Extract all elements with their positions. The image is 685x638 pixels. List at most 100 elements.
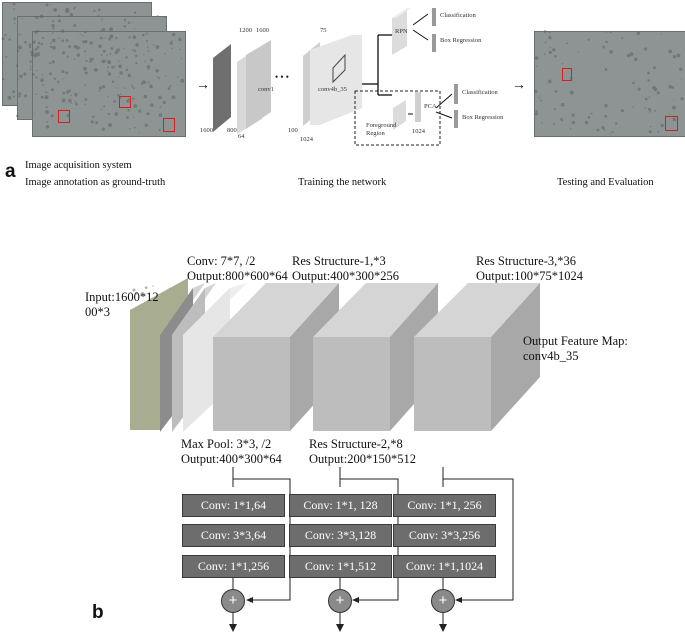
- speckle: [62, 78, 64, 80]
- speckle: [145, 39, 148, 43]
- speckle: [29, 68, 32, 70]
- res2-block-front: [313, 337, 390, 431]
- speckle: [533, 89, 538, 94]
- speckle: [114, 65, 116, 67]
- speckle: [75, 102, 78, 106]
- speckle: [109, 52, 112, 55]
- speckle: [51, 20, 55, 23]
- speckle: [118, 64, 122, 69]
- speckle: [21, 18, 23, 20]
- speckle: [16, 49, 20, 52]
- conv4-h: 100: [288, 127, 298, 134]
- speckle: [621, 37, 624, 40]
- speckle: [133, 104, 138, 109]
- speckle: [57, 80, 60, 84]
- speckle: [135, 61, 138, 65]
- speckle: [35, 15, 39, 19]
- speckle: [177, 76, 179, 78]
- speckle: [73, 58, 76, 60]
- speckle: [605, 31, 608, 33]
- speckle: [107, 60, 112, 64]
- speckle: [35, 76, 38, 79]
- fg-label-2: Region: [366, 130, 385, 137]
- speckle: [49, 72, 53, 76]
- speckle: [660, 33, 663, 35]
- speckle: [117, 76, 120, 78]
- res3-block-side: [491, 283, 540, 431]
- speckle: [554, 90, 558, 93]
- speckle: [535, 110, 538, 113]
- micro-image-front: [32, 31, 186, 137]
- roi-window: [332, 53, 346, 84]
- input-dim-2: 1600: [256, 27, 269, 34]
- speckle: [634, 57, 638, 62]
- res1-conv-c: Conv: 1*1,256: [182, 555, 285, 578]
- res1-label-line1: Res Structure-1,*3: [292, 254, 386, 268]
- pca-cls-label: Classification: [462, 89, 498, 96]
- result-image: [534, 31, 685, 137]
- speckle: [547, 79, 552, 84]
- speckle: [32, 48, 35, 51]
- residual-lines: [232, 467, 514, 626]
- speckle: [548, 35, 552, 40]
- speckle: [5, 55, 8, 58]
- speckle: [105, 59, 107, 61]
- speckle: [90, 120, 94, 124]
- speckle: [82, 34, 84, 37]
- speckle: [152, 285, 154, 287]
- speckle: [123, 47, 125, 50]
- speckle: [671, 86, 675, 89]
- pca-box-bar: [454, 110, 458, 128]
- speckle: [45, 110, 49, 114]
- speckle: [644, 97, 648, 101]
- output-label-line1: Output Feature Map:: [523, 334, 628, 348]
- speckle: [615, 122, 618, 125]
- speckle: [132, 116, 135, 118]
- speckle: [119, 71, 123, 75]
- speckle: [158, 95, 162, 100]
- conv1-block-side: [246, 40, 271, 129]
- speckle: [44, 95, 49, 100]
- speckle: [58, 37, 60, 40]
- speckle: [114, 50, 119, 55]
- speckle: [590, 112, 593, 115]
- speckle: [35, 69, 38, 72]
- speckle: [554, 54, 557, 58]
- speckle: [543, 30, 547, 33]
- speckle: [65, 39, 69, 42]
- speckle: [84, 84, 87, 87]
- speckle: [1, 37, 5, 41]
- speckle: [649, 111, 651, 113]
- res2-add-node: +: [328, 589, 352, 613]
- speckle: [534, 56, 539, 60]
- speckle: [85, 59, 88, 63]
- speckle: [68, 98, 72, 103]
- input-slab: [213, 44, 231, 132]
- speckle: [144, 60, 146, 62]
- speckle: [29, 60, 32, 63]
- speckle: [117, 93, 120, 97]
- speckle: [111, 80, 115, 84]
- speckle: [45, 124, 50, 129]
- speckle: [15, 64, 19, 67]
- speckle: [117, 87, 119, 89]
- speckle: [649, 125, 652, 128]
- pca-dim: 1024: [412, 128, 425, 135]
- speckle: [17, 45, 22, 50]
- res2-label-line2: Output:200*150*512: [309, 452, 416, 466]
- speckle: [73, 23, 77, 27]
- speckle: [95, 121, 99, 125]
- speckle: [611, 131, 614, 134]
- speckle: [66, 90, 70, 94]
- speckle: [147, 66, 150, 69]
- speckle: [69, 13, 74, 17]
- speckle: [668, 49, 673, 54]
- speckle: [657, 130, 660, 133]
- speckle: [149, 84, 153, 89]
- speckle: [548, 50, 552, 55]
- speckle: [33, 40, 36, 44]
- panel-b-label: b: [92, 602, 104, 623]
- speckle: [51, 38, 56, 43]
- speckle: [149, 58, 153, 62]
- speckle: [111, 65, 114, 69]
